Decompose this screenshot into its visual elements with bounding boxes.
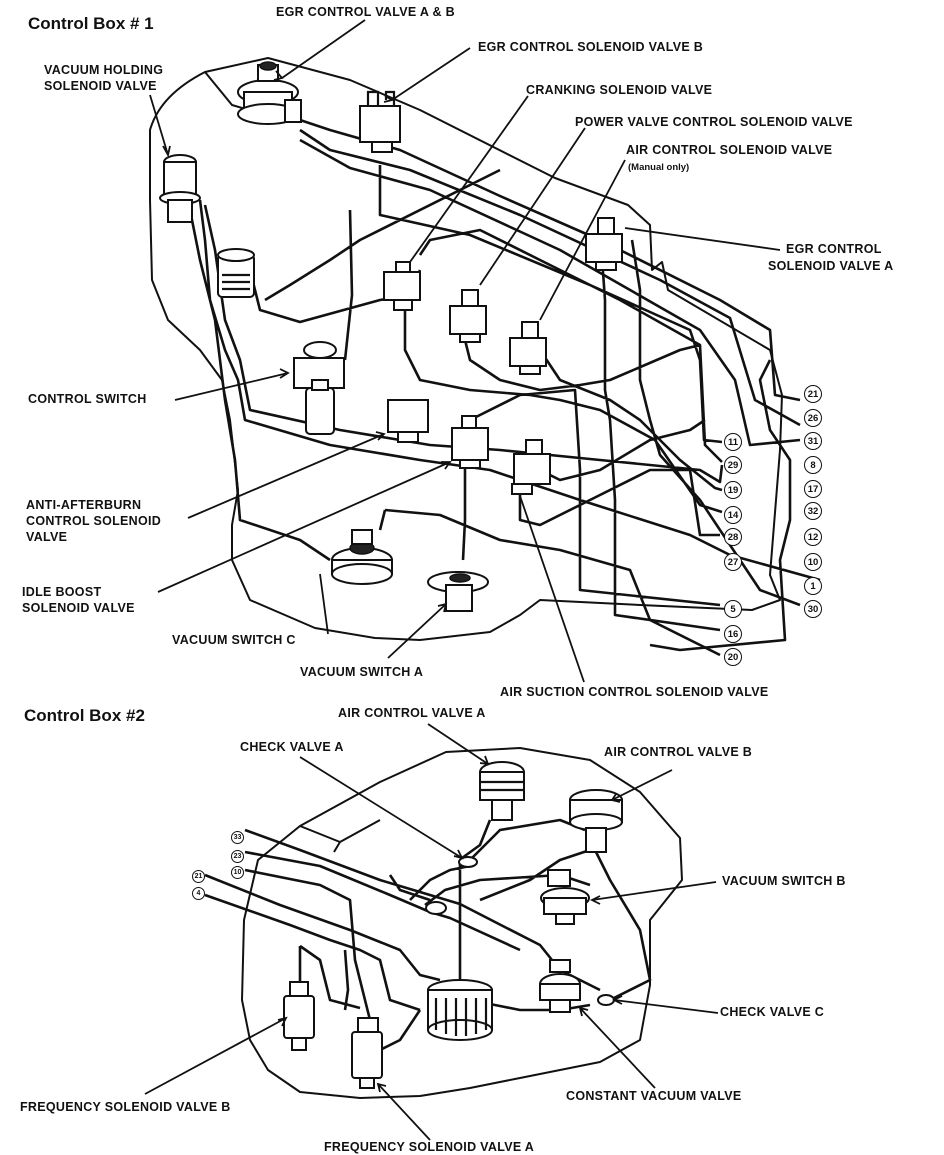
air-control-valve-a-drawing	[479, 761, 525, 821]
port-31: 31	[804, 432, 822, 450]
egr-solenoid-b-drawing	[359, 90, 401, 153]
port-8: 8	[804, 456, 822, 474]
label-constant-vacuum-valve: CONSTANT VACUUM VALVE	[566, 1089, 742, 1103]
label-vacuum-switch-c: VACUUM SWITCH C	[172, 633, 296, 647]
port-32: 32	[804, 502, 822, 520]
label-frequency-solenoid-a: FREQUENCY SOLENOID VALVE A	[324, 1140, 535, 1154]
port-29: 29	[724, 456, 742, 474]
port-30: 30	[804, 600, 822, 618]
port-17: 17	[804, 480, 822, 498]
label-cranking-solenoid: CRANKING SOLENOID VALVE	[526, 83, 713, 97]
control-box-2-outline	[241, 747, 683, 1099]
label-egr-solenoid-a-2: SOLENOID VALVE A	[768, 259, 894, 273]
box1-hoses	[188, 118, 821, 657]
port-21: 21	[804, 385, 822, 403]
label-air-control-valve-b: AIR CONTROL VALVE B	[604, 745, 753, 759]
air-suction-solenoid-drawing	[511, 439, 551, 495]
port-28: 28	[724, 528, 742, 546]
port-20: 20	[724, 648, 742, 666]
port-10-box2: 10	[231, 866, 244, 879]
frequency-solenoid-b-drawing	[283, 981, 315, 1051]
cranking-solenoid-drawing	[383, 261, 421, 311]
label-vacuum-switch-a: VACUUM SWITCH A	[300, 665, 424, 679]
label-anti-afterburn-1: ANTI-AFTERBURN	[26, 498, 142, 512]
label-check-valve-a: CHECK VALVE A	[240, 740, 344, 754]
control-box-2-drawing	[144, 723, 719, 1141]
label-air-control-solenoid: AIR CONTROL SOLENOID VALVE	[626, 143, 833, 157]
label-egr-solenoid-a-1: EGR CONTROL	[786, 242, 882, 256]
egr-solenoid-a-drawing	[585, 217, 623, 271]
control-box-2-title: Control Box #2	[24, 706, 145, 725]
label-air-suction-solenoid: AIR SUCTION CONTROL SOLENOID VALVE	[500, 685, 769, 699]
port-4: 4	[192, 887, 205, 900]
label-egr-control-valve-ab: EGR CONTROL VALVE A & B	[276, 5, 455, 19]
box1-filter-drawing	[217, 248, 255, 298]
label-anti-afterburn-3: VALVE	[26, 530, 68, 544]
port-26: 26	[804, 409, 822, 427]
port-33: 33	[231, 831, 244, 844]
label-manual-only: (Manual only)	[628, 162, 690, 173]
label-vacuum-holding-1: VACUUM HOLDING	[44, 63, 164, 77]
port-11: 11	[724, 433, 742, 451]
constant-vacuum-valve-drawing	[539, 959, 581, 1013]
control-box-1-outline	[149, 57, 783, 641]
label-vacuum-switch-b: VACUUM SWITCH B	[722, 874, 846, 888]
vacuum-holding-solenoid-drawing	[159, 154, 201, 223]
label-air-control-valve-a: AIR CONTROL VALVE A	[338, 706, 486, 720]
box2-tee-drawing	[425, 901, 447, 915]
air-control-valve-b-drawing	[569, 789, 623, 853]
port-16: 16	[724, 625, 742, 643]
anti-afterburn-solenoid-drawing	[387, 399, 429, 443]
label-power-valve-solenoid: POWER VALVE CONTROL SOLENOID VALVE	[575, 115, 853, 129]
port-5: 5	[724, 600, 742, 618]
check-valve-a-drawing	[458, 856, 478, 868]
port-10: 10	[804, 553, 822, 571]
box1-leader-lines	[149, 19, 781, 683]
port-19: 19	[724, 481, 742, 499]
box2-hoses	[204, 818, 652, 1062]
port-23: 23	[231, 850, 244, 863]
control-box-1-title: Control Box # 1	[28, 14, 154, 33]
port-14: 14	[724, 506, 742, 524]
port-27: 27	[724, 553, 742, 571]
port-21-box2: 21	[192, 870, 205, 883]
label-frequency-solenoid-b: FREQUENCY SOLENOID VALVE B	[20, 1100, 231, 1114]
vacuum-switch-b-drawing	[540, 869, 590, 925]
port-12: 12	[804, 528, 822, 546]
label-control-switch: CONTROL SWITCH	[28, 392, 147, 406]
label-check-valve-c: CHECK VALVE C	[720, 1005, 825, 1019]
label-anti-afterburn-2: CONTROL SOLENOID	[26, 514, 162, 528]
label-egr-solenoid-b: EGR CONTROL SOLENOID VALVE B	[478, 40, 704, 54]
air-control-solenoid-drawing	[509, 321, 547, 375]
frequency-solenoid-a-drawing	[351, 1017, 383, 1089]
check-valve-c-drawing	[597, 994, 615, 1006]
idle-boost-solenoid-drawing	[451, 415, 489, 469]
label-idle-boost-2: SOLENOID VALVE	[22, 601, 135, 615]
label-idle-boost-1: IDLE BOOST	[22, 585, 102, 599]
control-box-1-drawing	[149, 19, 821, 683]
egr-control-valve-ab-drawing	[237, 61, 302, 125]
box2-filter-drawing	[427, 979, 493, 1041]
box2-leader-lines	[144, 723, 719, 1141]
power-valve-solenoid-drawing	[449, 289, 487, 343]
vacuum-switch-a-drawing	[427, 571, 489, 612]
port-1: 1	[804, 577, 822, 595]
control-switch-drawing	[293, 341, 345, 435]
label-vacuum-holding-2: SOLENOID VALVE	[44, 79, 157, 93]
vacuum-switch-c-drawing	[331, 529, 393, 585]
